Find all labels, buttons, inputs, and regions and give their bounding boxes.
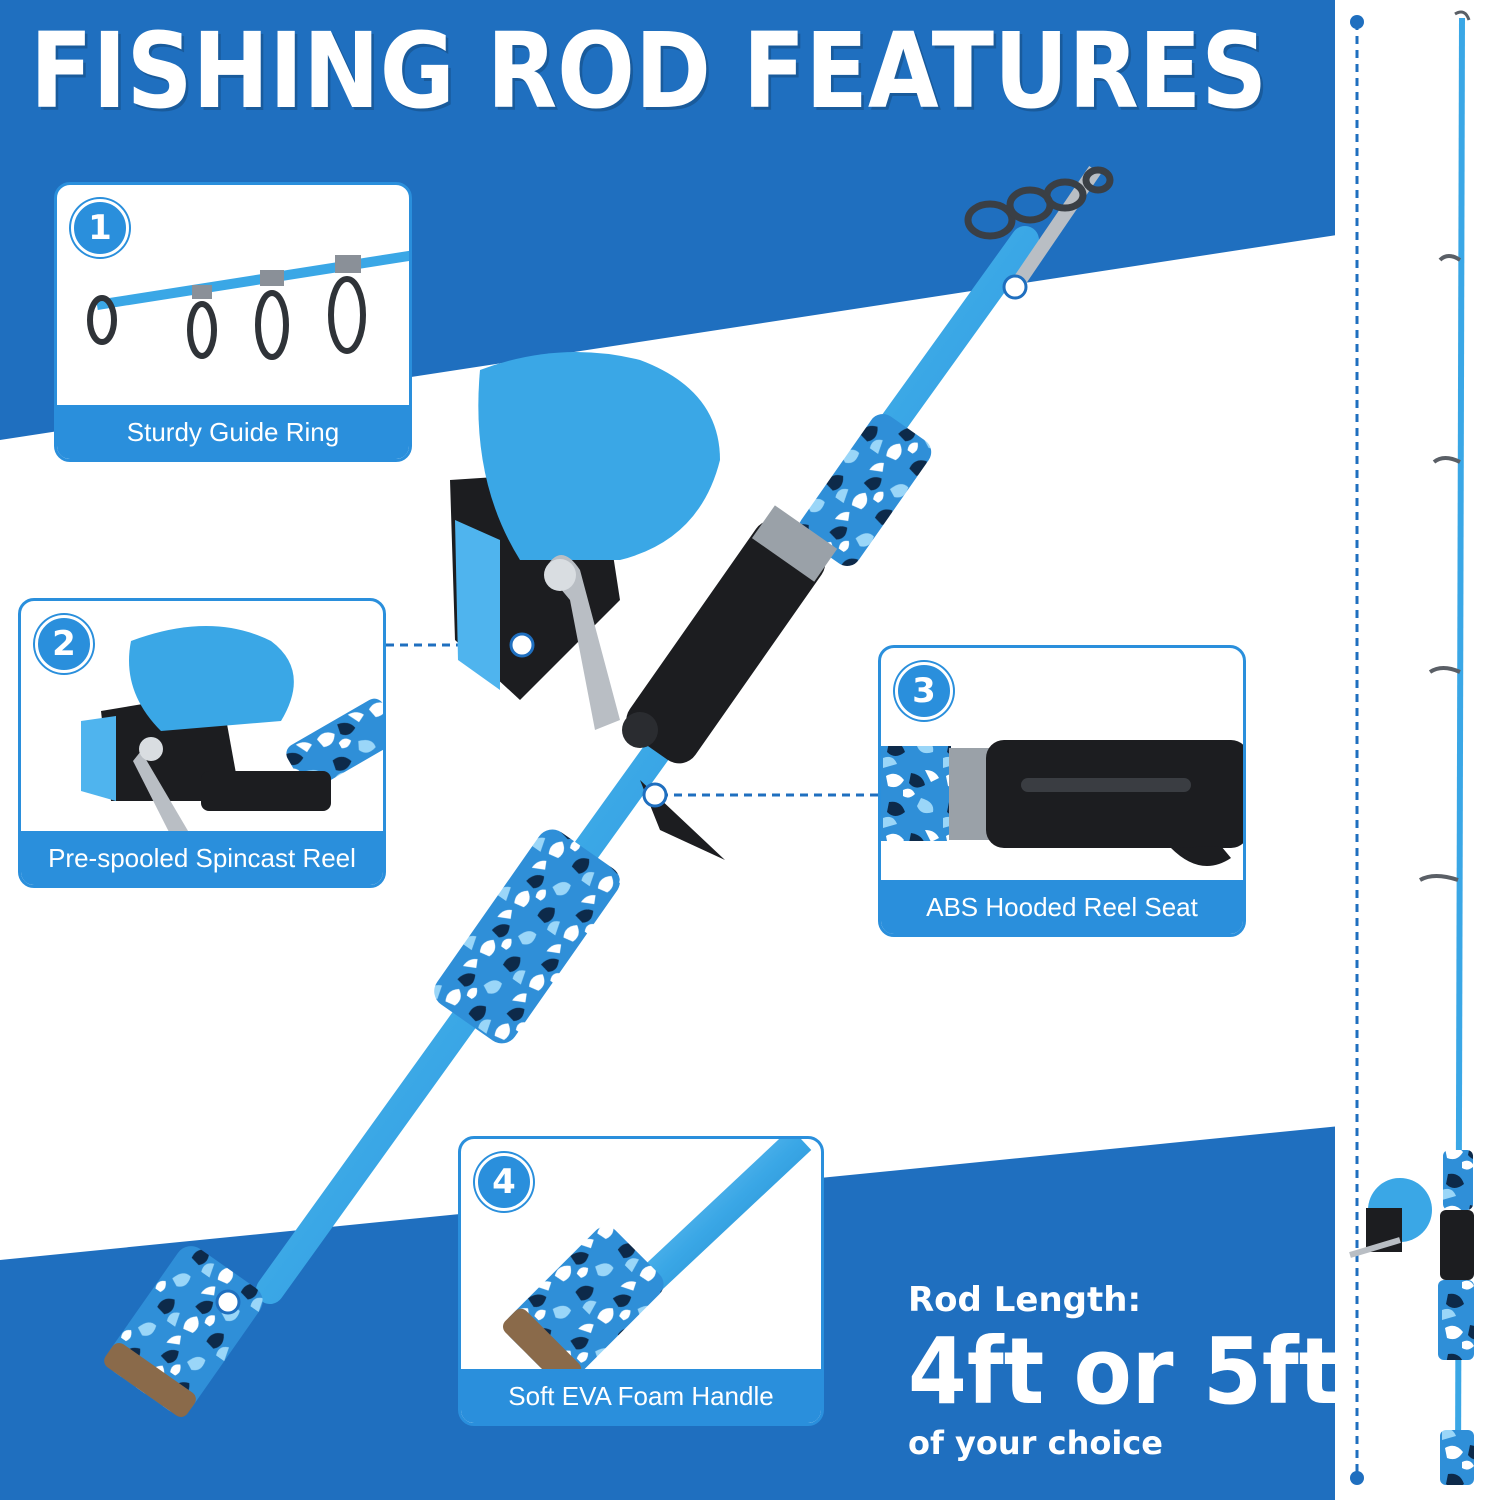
rod-length-label: Rod Length: [908, 1280, 1142, 1320]
reel-seat-image [881, 740, 1243, 866]
feature-caption: ABS Hooded Reel Seat [881, 880, 1243, 934]
guide-ring-image [87, 250, 409, 360]
full-rod-diagram [1349, 10, 1474, 1485]
page-title: FISHING ROD FEATURES [30, 10, 1268, 132]
rod-length-block: Rod Length: 4ft or 5ft of your choice [908, 1280, 1377, 1462]
feature-card-foam-handle: 4 Soft EVA Foam Handle [458, 1136, 824, 1426]
feature-card-guide-ring: 1 Sturdy Guide Ring [54, 182, 412, 462]
feature-caption: Pre-spooled Spincast Reel [21, 831, 383, 885]
feature-card-spincast-reel: 2 Pre-spooled Spincast Reel [18, 598, 386, 888]
feature-number-badge: 1 [71, 199, 129, 257]
feature-caption: Soft EVA Foam Handle [461, 1369, 821, 1423]
foam-handle-image [502, 1139, 812, 1375]
spincast-reel-image [81, 626, 383, 836]
rod-length-note: of your choice [908, 1424, 1163, 1462]
feature-card-reel-seat: 3 ABS Hooded Reel Seat [878, 645, 1246, 937]
feature-number-badge: 4 [475, 1153, 533, 1211]
feature-caption: Sturdy Guide Ring [57, 405, 409, 459]
rod-length-value: 4ft or 5ft [908, 1318, 1340, 1425]
feature-number-badge: 3 [895, 662, 953, 720]
feature-number-badge: 2 [35, 615, 93, 673]
